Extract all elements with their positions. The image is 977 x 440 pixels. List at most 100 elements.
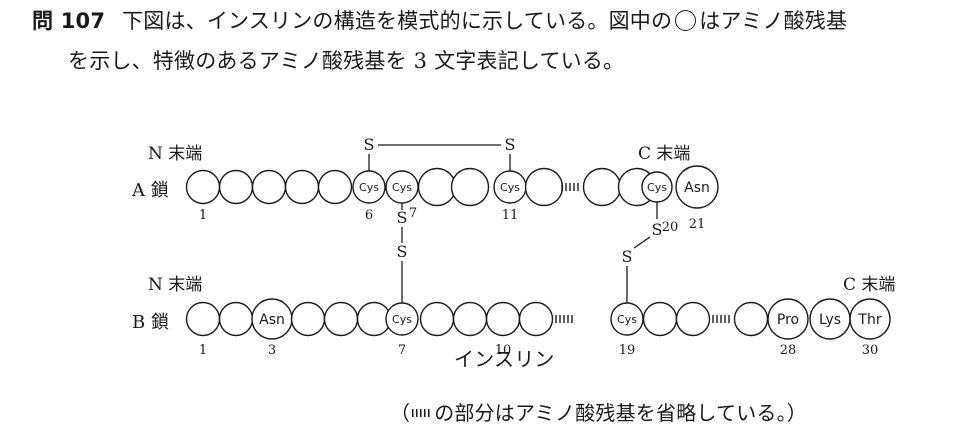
chain-b-residue: Thr [849, 298, 891, 340]
residue-label: Cys [392, 181, 412, 194]
chain-a-label: A 鎖 [131, 180, 169, 201]
chain-a-omission-dots [561, 183, 579, 191]
amino-acid-residue-circle [417, 167, 457, 207]
amino-acid-residue-circle [218, 301, 254, 337]
amino-acid-residue-circle [733, 301, 769, 337]
chain-b-residue-number: 28 [780, 343, 797, 358]
question-text-line-2: を示し、特徴のあるアミノ酸残基を 3 文字表記している。 [68, 49, 625, 73]
residue-label: Cys [359, 181, 379, 194]
chain-b-residue [185, 301, 221, 337]
chain-b-residue: Lys [809, 298, 851, 340]
chain-b-omission-dots-2 [712, 315, 730, 323]
residue-label: Lys [819, 312, 841, 328]
sulfur-label: S [364, 135, 375, 154]
amino-acid-residue-circle [675, 165, 719, 209]
chain-a-residue: Cys [641, 171, 673, 203]
residue-label: Asn [684, 180, 710, 196]
amino-acid-residue-circle [767, 298, 809, 340]
amino-acid-residue-circle [518, 301, 554, 337]
diagram-title: インスリン [454, 347, 555, 371]
amino-acid-residue-circle [675, 301, 711, 337]
sulfur-label: S [652, 220, 663, 239]
chain-b-label: B 鎖 [132, 312, 169, 333]
chain-b-n-terminus: N 末端 [148, 275, 202, 295]
amino-acid-residue-circle [385, 302, 419, 336]
residue-label: Cys [392, 313, 412, 326]
chain-a-residue [317, 169, 353, 205]
chain-a-residue-number: 20 [662, 220, 679, 235]
amino-acid-residue-circle [642, 301, 678, 337]
chain-a-residue: Cys [352, 170, 386, 204]
chain-b-residue-number: 10 [495, 343, 512, 358]
amino-acid-residue-circle [450, 167, 490, 207]
chain-b-c-terminus: C 末端 [843, 275, 895, 295]
chain-a-residue-number: 11 [502, 208, 519, 223]
chain-b-residue [323, 301, 359, 337]
chain-b-residue: Cys [610, 302, 644, 336]
chain-b-residue: Asn [251, 298, 293, 340]
amino-acid-residue-circle [582, 167, 622, 207]
chain-a-residue: Asn [675, 165, 719, 209]
chain-a-residue [251, 169, 287, 205]
chain-b-residue [485, 301, 521, 337]
chain-b-residue: Pro [767, 298, 809, 340]
amino-acid-residue-circle [419, 301, 455, 337]
question-text-part-1: 下図は、インスリンの構造を模式的に示している。図中の [122, 9, 673, 33]
chain-a-residue: Cys [493, 170, 527, 204]
disulfide-bond-a20-b19 [633, 236, 651, 249]
amino-acid-residue-circle [185, 301, 221, 337]
chain-b-residue [733, 301, 769, 337]
chain-a-residue [582, 167, 622, 207]
note-text: の部分はアミノ酸残基を省略している。） [434, 401, 808, 425]
sulfur-label: S [397, 208, 408, 227]
chain-a-residue [417, 167, 457, 207]
chain-a-residue [185, 169, 221, 205]
amino-acid-residue-circle [485, 301, 521, 337]
sulfur-label: S [397, 242, 408, 261]
chain-a-residue-number: 6 [365, 208, 373, 223]
chain-b-residue [518, 301, 554, 337]
chain-b-residue [290, 301, 326, 337]
amino-acid-residue-circle [323, 301, 359, 337]
amino-acid-residue-circle [251, 169, 287, 205]
omission-dots-icon [412, 409, 433, 417]
chain-b-residue-number: 1 [199, 343, 207, 358]
chain-a-n-terminus: N 末端 [148, 144, 202, 164]
residue-label: Pro [777, 312, 799, 328]
chain-a-residue [284, 169, 320, 205]
chain-a-residue [218, 169, 254, 205]
residue-label: Cys [647, 181, 667, 194]
amino-acid-residue-circle [218, 169, 254, 205]
chain-b-residue-number: 3 [268, 343, 276, 358]
omission-note: （の部分はアミノ酸残基を省略している。） [390, 398, 807, 428]
residue-label: Cys [617, 313, 637, 326]
chain-a-c-terminus: C 末端 [638, 144, 690, 164]
chain-a-residue-number: 21 [689, 217, 706, 232]
chain-b-residue-number: 30 [862, 343, 879, 358]
question-line-2: を示し、特徴のあるアミノ酸残基を 3 文字表記している。 [68, 46, 624, 76]
residue-label: Asn [259, 312, 285, 328]
chain-b-residue-number: 19 [619, 343, 636, 358]
chain-b-residue [452, 301, 488, 337]
chain-b-residue: Cys [385, 302, 419, 336]
amino-acid-residue-circle [185, 169, 221, 205]
chain-b: Asn Cys Cys Pro Lys Thr [185, 298, 891, 340]
question-number: 問 107 [32, 9, 106, 33]
chain-b-residue [675, 301, 711, 337]
amino-acid-residue-circle [641, 171, 673, 203]
chain-a-residue [524, 167, 564, 207]
amino-acid-residue-circle [290, 301, 326, 337]
chain-a-residue-number: 7 [409, 206, 417, 221]
amino-acid-residue-circle [352, 170, 386, 204]
question-text-part-2: はアミノ酸残基 [699, 9, 848, 33]
chain-a-residue [450, 167, 490, 207]
amino-acid-residue-circle [849, 298, 891, 340]
chain-a-residue: Cys [385, 170, 419, 204]
chain-a-residue-number: 1 [199, 208, 207, 223]
amino-acid-residue-circle [317, 169, 353, 205]
chain-a: Cys Cys Cys Cys Asn [185, 165, 719, 209]
chain-b-omission-dots-1 [555, 315, 573, 323]
sulfur-label: S [622, 247, 633, 266]
